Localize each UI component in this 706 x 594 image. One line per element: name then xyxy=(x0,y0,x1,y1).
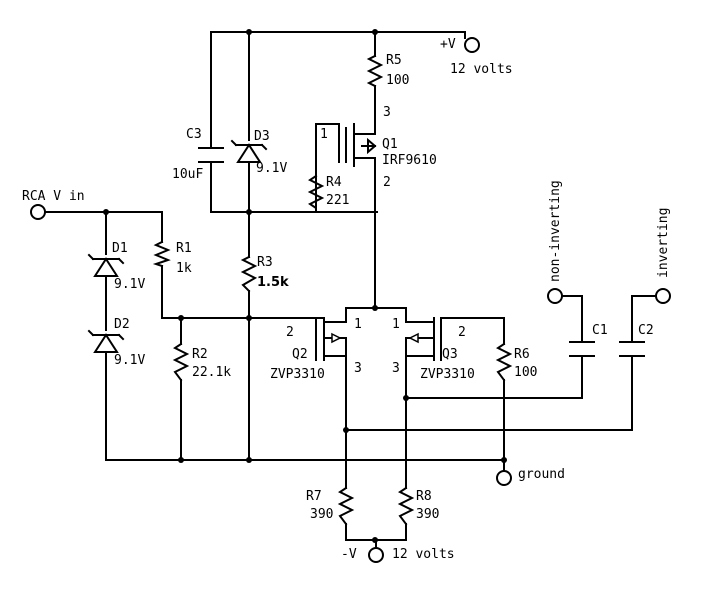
q3-ref: Q3 xyxy=(442,347,458,362)
d2-value: 9.1V xyxy=(114,353,145,368)
plus-v-label: +V xyxy=(440,37,456,52)
q2-ref: Q2 xyxy=(292,347,308,362)
r5-ref: R5 xyxy=(386,53,402,68)
r8-ref: R8 xyxy=(416,489,432,504)
rca-input-terminal xyxy=(30,204,46,220)
plus-v-terminal xyxy=(464,37,480,53)
minus-v-label: -V xyxy=(341,547,357,562)
r4-value: 221 xyxy=(326,193,349,208)
c2-ref: C2 xyxy=(638,323,654,338)
resistor-r6 xyxy=(495,342,513,382)
r1-ref: R1 xyxy=(176,241,192,256)
r1-value: 1k xyxy=(176,261,192,276)
r6-ref: R6 xyxy=(514,347,530,362)
plus-v-value-label: 12 volts xyxy=(450,62,513,77)
q3-pin-gate: 2 xyxy=(458,325,466,340)
q1-pin-drain: 2 xyxy=(383,175,391,190)
q1-part: IRF9610 xyxy=(382,153,437,168)
zener-diode-d1 xyxy=(87,253,125,277)
zener-diode-d3 xyxy=(230,139,268,163)
r5-value: 100 xyxy=(386,73,409,88)
r3-ref: R3 xyxy=(257,255,273,270)
r2-ref: R2 xyxy=(192,347,208,362)
inverting-terminal xyxy=(655,288,671,304)
d3-ref: D3 xyxy=(254,129,270,144)
non-inverting-label: non-inverting xyxy=(548,180,563,282)
q1-ref: Q1 xyxy=(382,137,398,152)
mosfet-q1 xyxy=(361,137,377,155)
minus-v-terminal xyxy=(368,547,384,563)
q3-part: ZVP3310 xyxy=(420,367,475,382)
capacitor-c1 xyxy=(569,341,595,357)
c1-ref: C1 xyxy=(592,323,608,338)
inverting-label: inverting xyxy=(656,208,671,278)
q2-part: ZVP3310 xyxy=(270,367,325,382)
resistor-r5 xyxy=(366,54,384,88)
q3-pin-source: 1 xyxy=(392,317,400,332)
d1-ref: D1 xyxy=(112,241,128,256)
minus-v-value-label: 12 volts xyxy=(392,547,455,562)
resistor-r8 xyxy=(397,486,415,526)
labels: RCA V in +V 12 volts ground -V 12 volts … xyxy=(22,37,671,562)
resistor-r3 xyxy=(240,255,258,293)
r8-value: 390 xyxy=(416,507,439,522)
q2-pin-drain: 3 xyxy=(354,361,362,376)
d2-ref: D2 xyxy=(114,317,130,332)
junction-dots xyxy=(103,29,507,543)
resistor-r7 xyxy=(337,486,355,526)
rca-input-label: RCA V in xyxy=(22,189,85,204)
c3-value: 10uF xyxy=(172,167,203,182)
zener-diode-d2 xyxy=(87,329,125,353)
non-inverting-terminal xyxy=(547,288,563,304)
capacitor-c3 xyxy=(198,147,224,163)
q1-pin-gate: 1 xyxy=(320,127,328,142)
r7-ref: R7 xyxy=(306,489,322,504)
c3-ref: C3 xyxy=(186,127,202,142)
d1-value: 9.1V xyxy=(114,277,145,292)
ground-label: ground xyxy=(518,467,565,482)
mosfet-q2 xyxy=(331,332,342,344)
d3-value: 9.1V xyxy=(256,161,287,176)
q1-pin-source: 3 xyxy=(383,105,391,120)
resistor-r4 xyxy=(307,174,325,213)
r4-ref: R4 xyxy=(326,175,342,190)
r2-value: 22.1k xyxy=(192,365,231,380)
resistor-r2 xyxy=(172,342,190,382)
r6-value: 100 xyxy=(514,365,537,380)
q2-pin-source: 1 xyxy=(354,317,362,332)
ground-terminal xyxy=(496,470,512,486)
r3-value: 1.5k xyxy=(257,275,289,290)
q2-pin-gate: 2 xyxy=(286,325,294,340)
r7-value: 390 xyxy=(310,507,333,522)
resistor-r1 xyxy=(152,240,171,268)
mosfet-q3 xyxy=(408,332,419,344)
q3-pin-drain: 3 xyxy=(392,361,400,376)
capacitor-c2 xyxy=(619,341,645,357)
